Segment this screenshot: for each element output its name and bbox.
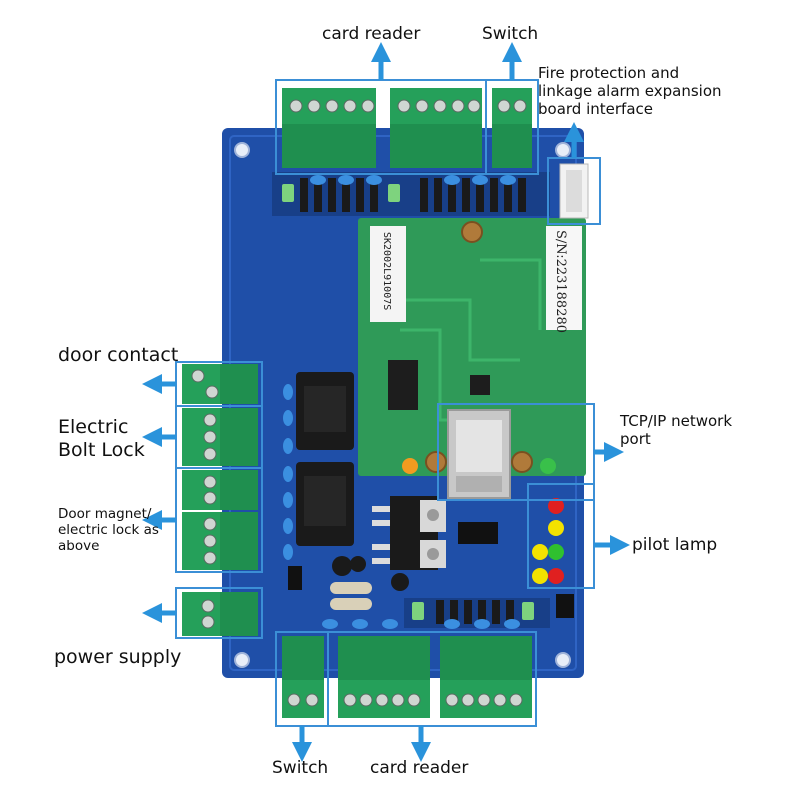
label-electric-bolt-lock: Electric Bolt Lock [58, 416, 145, 461]
label-power-supply: power supply [54, 646, 182, 668]
top-switch-terminal [492, 88, 532, 168]
serial-number-text: S/N:223188280 [553, 230, 568, 333]
left-terminals [182, 364, 258, 636]
network-module: SK2002L91007S S/N:223188280 [358, 218, 586, 476]
label-switch-top: Switch [482, 24, 539, 44]
bottom-card-reader-terminals [338, 636, 532, 718]
module-sticker [370, 226, 406, 322]
label-fire-protection: Fire protection and linkage alarm expans… [538, 64, 722, 118]
label-switch-bottom: Switch [272, 758, 329, 778]
top-component-strip [272, 172, 550, 216]
expansion-connector [559, 163, 589, 219]
voltage-regulators [372, 496, 498, 570]
status-leds [532, 498, 564, 584]
mounting-holes [234, 142, 571, 668]
ethernet-port [447, 409, 511, 499]
label-door-magnet: Door magnet/ electric lock as above [58, 506, 159, 555]
callout-arrows [142, 42, 630, 762]
label-door-contact: door contact [58, 344, 179, 366]
label-card-reader-bottom: card reader [370, 758, 469, 778]
serial-sticker [546, 226, 582, 330]
capacitors [330, 556, 409, 610]
label-card-reader-top: card reader [322, 24, 421, 44]
bottom-switch-terminal [282, 636, 324, 718]
label-tcpip-port: TCP/IP network port [620, 412, 733, 448]
bottom-component-strip [288, 566, 574, 629]
label-pilot-lamp: pilot lamp [632, 535, 718, 555]
relays [296, 372, 354, 546]
module-code-text: SK2002L91007S [381, 232, 392, 310]
top-card-reader-terminals [282, 88, 482, 168]
left-capacitor-row [283, 384, 293, 560]
